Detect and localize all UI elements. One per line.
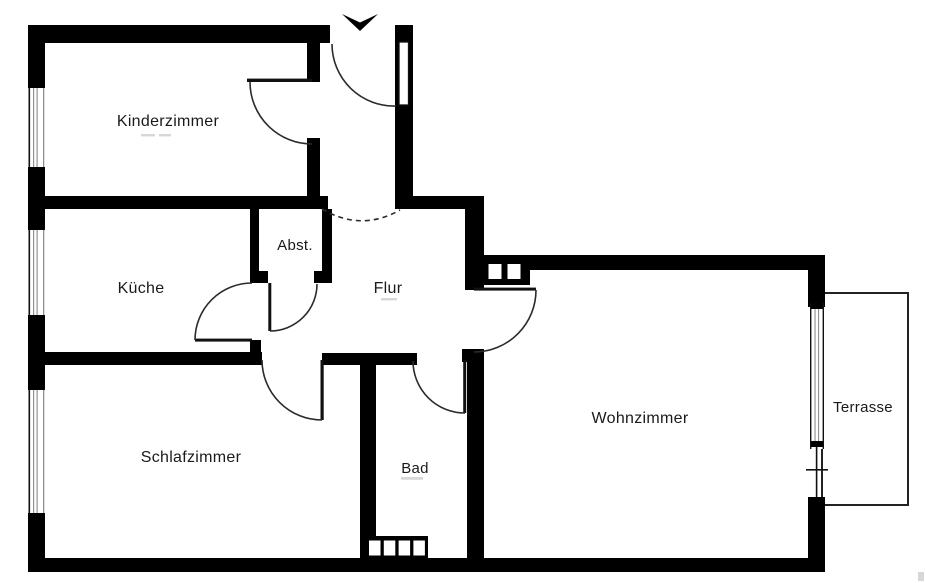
radiator-section bbox=[398, 540, 411, 556]
wall-segment bbox=[808, 497, 825, 572]
window-frame bbox=[28, 390, 31, 513]
wall-segment bbox=[250, 340, 261, 354]
door-leaf bbox=[398, 41, 410, 106]
door-leaf bbox=[474, 287, 536, 291]
wall-segment bbox=[483, 255, 810, 270]
entrance-arrow bbox=[342, 14, 378, 31]
window-icon bbox=[810, 303, 824, 449]
window-glass bbox=[43, 88, 45, 167]
window-glass bbox=[33, 230, 35, 315]
window-glass bbox=[36, 88, 38, 167]
wall-segment bbox=[28, 25, 330, 43]
radiator-section bbox=[488, 264, 502, 279]
door-leaf bbox=[195, 338, 252, 342]
schlafzimmer-door bbox=[261, 359, 324, 421]
kinderzimmer-door bbox=[247, 78, 313, 145]
kinderzimmer-label: Kinderzimmer bbox=[117, 113, 220, 130]
door-leaf bbox=[247, 78, 312, 82]
radiator-section bbox=[507, 264, 521, 279]
kueche-door bbox=[194, 282, 253, 342]
door-leaf bbox=[320, 360, 324, 420]
wall-segment bbox=[314, 271, 332, 283]
interior-walls bbox=[43, 43, 484, 558]
door-swing-icon bbox=[331, 43, 397, 107]
wall-segment bbox=[808, 255, 825, 307]
schlafzimmer-label: Schlafzimmer bbox=[141, 449, 242, 466]
smudge bbox=[159, 134, 171, 137]
radiator-section bbox=[369, 540, 381, 556]
kinderzimmer-window bbox=[28, 88, 45, 167]
radiator-section bbox=[383, 540, 396, 556]
window-cap bbox=[810, 303, 824, 309]
wall-segment bbox=[467, 349, 484, 558]
door-swing-icon bbox=[412, 360, 466, 414]
bad-label: Bad bbox=[401, 460, 429, 477]
wall-segment bbox=[395, 196, 473, 209]
terrasse-window-door bbox=[806, 303, 828, 497]
wall-segment bbox=[322, 209, 332, 283]
door-leaf bbox=[463, 360, 467, 413]
smudge bbox=[141, 134, 155, 137]
terrace-outline bbox=[821, 292, 909, 506]
radiator-section bbox=[413, 540, 425, 556]
window-glass bbox=[43, 230, 45, 315]
flur-open-passage bbox=[321, 208, 401, 222]
wall-segment bbox=[250, 209, 259, 283]
door-swing-icon bbox=[269, 283, 318, 332]
abstellraum-label: Abst. bbox=[277, 237, 313, 254]
wohnzimmer-door bbox=[473, 287, 537, 353]
wohnzimmer-label: Wohnzimmer bbox=[592, 410, 689, 427]
wall-segment bbox=[307, 138, 320, 209]
entrance-door bbox=[331, 41, 410, 107]
bad-radiator bbox=[364, 536, 428, 559]
wohnzimmer-radiator bbox=[483, 258, 530, 285]
smudge bbox=[381, 298, 397, 301]
tick-mark bbox=[806, 469, 828, 471]
wall-segment bbox=[43, 352, 262, 365]
schlafzimmer-window bbox=[28, 390, 45, 513]
wall-segment bbox=[360, 355, 376, 558]
wall-segment bbox=[28, 558, 825, 572]
window-frame bbox=[28, 230, 31, 315]
window-cap bbox=[810, 441, 824, 447]
window-glass bbox=[818, 309, 820, 441]
window-glass bbox=[33, 390, 35, 513]
passage-dashed-arc bbox=[321, 208, 401, 222]
smudge bbox=[918, 572, 924, 581]
window-glass bbox=[36, 230, 38, 315]
wall-segment bbox=[28, 513, 45, 572]
terrasse-label: Terrasse bbox=[833, 399, 893, 416]
door-panel-line bbox=[815, 447, 818, 497]
flur-label: Flur bbox=[374, 280, 403, 297]
wall-segment bbox=[462, 349, 471, 362]
door-swing-icon bbox=[473, 289, 537, 353]
window-frame bbox=[822, 303, 824, 449]
abstellraum-door bbox=[268, 283, 318, 332]
door-swing-icon bbox=[249, 81, 313, 145]
wall-segment bbox=[43, 196, 328, 209]
kueche-window bbox=[28, 230, 45, 315]
window-frame bbox=[810, 303, 812, 449]
smudge bbox=[401, 477, 423, 480]
wall-segment bbox=[250, 271, 268, 283]
window-glass bbox=[814, 309, 816, 441]
window-glass bbox=[43, 390, 45, 513]
wall-segment bbox=[465, 196, 484, 290]
wall-segment bbox=[28, 167, 45, 230]
door-swing-icon bbox=[194, 282, 253, 341]
bad-door bbox=[412, 360, 467, 414]
window-glass bbox=[36, 390, 38, 513]
kueche-label: Küche bbox=[118, 280, 165, 297]
wall-segment bbox=[307, 43, 320, 82]
wall-segment bbox=[28, 315, 45, 390]
exterior-walls bbox=[28, 25, 825, 572]
door-leaf bbox=[268, 283, 272, 331]
window-frame bbox=[28, 88, 31, 167]
entrance-arrow-icon bbox=[342, 14, 378, 31]
erased-text-smudges bbox=[141, 134, 924, 581]
door-swing-icon bbox=[261, 359, 323, 421]
window-glass bbox=[33, 88, 35, 167]
